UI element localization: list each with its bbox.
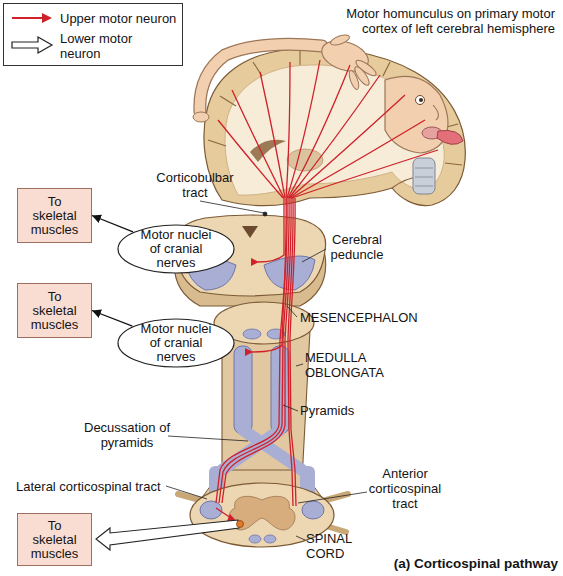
structure-label: Decussation of pyramids [84, 420, 170, 450]
upper-motor-neuron-fibers [292, 150, 438, 198]
cerebral-hemisphere [204, 48, 465, 206]
legend-frame [4, 4, 183, 66]
spinal-cord-section [249, 535, 261, 543]
motor-homunculus [415, 168, 433, 169]
motor-homunculus [416, 96, 425, 105]
leader-lines [298, 492, 367, 503]
upper-motor-neuron-fibers [290, 198, 296, 506]
upper-motor-neuron-fibers [288, 65, 350, 198]
motor-homunculus [419, 98, 423, 102]
region-label: MESENCEPHALON [300, 310, 440, 325]
upper-motor-neuron-fibers [287, 60, 320, 198]
tract-label: Lateral corticospinal tract [16, 479, 191, 494]
motor-homunculus [329, 33, 351, 47]
upper-motor-neuron-fibers [286, 62, 290, 198]
cerebral-hemisphere [208, 140, 226, 146]
motor-homunculus [193, 33, 463, 194]
motor-homunculus [437, 130, 463, 144]
leader-lines [168, 436, 248, 441]
oval-outline [118, 319, 234, 367]
leader-lines [302, 249, 326, 262]
tract-label: Corticobulbar tract [150, 170, 240, 200]
motor-homunculus [415, 168, 433, 186]
upper-motor-neuron-fibers [245, 348, 253, 356]
motor-homunculus [347, 69, 360, 90]
target-box: To skeletal muscles [17, 283, 92, 338]
leader-lines [283, 405, 298, 411]
cerebral-hemisphere [250, 140, 286, 162]
upper-motor-neuron-fibers [291, 120, 425, 198]
upper-motor-neuron-fibers [232, 90, 284, 198]
tract-label: Anterior corticospinal tract [360, 466, 450, 511]
motor-homunculus [413, 158, 435, 194]
leader-lines [166, 486, 207, 499]
motor-homunculus [433, 105, 438, 120]
region-label: SPINAL CORD [306, 531, 366, 561]
lower-motor-neuron [237, 521, 244, 528]
cerebral-hemisphere [299, 50, 300, 65]
motor-homunculus [385, 76, 448, 153]
brainstem [234, 346, 252, 434]
target-box: To skeletal muscles [17, 188, 92, 243]
leader-lines [296, 536, 305, 540]
legend-frame [42, 13, 52, 23]
spinal-cord-section [264, 535, 276, 543]
node-text: Motor nuclei of cranial nerves [137, 228, 215, 270]
connector-arrow [92, 216, 133, 232]
cerebral-hemisphere [220, 96, 236, 106]
figure-caption: (a) Corticospinal pathway [358, 556, 558, 571]
lower-motor-neuron [96, 520, 244, 550]
legend-frame [12, 37, 52, 53]
cerebral-hemisphere [383, 62, 390, 76]
callout-label: Motor homunculus on primary motor cortex… [340, 6, 555, 36]
legend-frame [4, 4, 183, 66]
upper-motor-neuron-fibers [216, 60, 438, 523]
legend-frame [12, 17, 44, 19]
lower-motor-neuron [96, 520, 239, 550]
leader-lines [287, 306, 297, 317]
legend-text: Lower motor neuron [60, 31, 160, 61]
cerebral-hemisphere [204, 48, 465, 206]
node-text: To skeletal muscles [28, 519, 81, 561]
spinal-cord-section [178, 494, 200, 500]
oval-outline [118, 225, 234, 273]
target-box: To skeletal muscles [17, 513, 92, 566]
brainstem [222, 330, 310, 480]
motor-homunculus [415, 177, 433, 178]
leader-lines [296, 364, 303, 366]
motor-homunculus [415, 186, 433, 187]
node-text: Motor nuclei of cranial nerves [137, 322, 215, 364]
upper-motor-neuron-fibers [289, 75, 380, 198]
brainstem [243, 329, 261, 339]
legend-text: Upper motor neuron [60, 11, 178, 26]
leader-lines [263, 212, 267, 216]
nucleus-oval: Motor nuclei of cranial nerves [117, 224, 235, 274]
node-text: To skeletal muscles [28, 195, 81, 237]
brainstem [242, 226, 258, 238]
upper-motor-neuron-fibers [260, 72, 285, 198]
region-label: MEDULLA OBLONGATA [305, 350, 400, 380]
cerebral-hemisphere [445, 163, 462, 165]
node-text: To skeletal muscles [28, 290, 81, 332]
structure-label: Pyramids [300, 403, 380, 418]
motor-homunculus [193, 112, 209, 122]
leader-lines [200, 201, 264, 213]
nucleus-oval: Motor nuclei of cranial nerves [117, 318, 235, 368]
spinal-cord-section [302, 501, 324, 519]
upper-motor-neuron-fibers [251, 258, 259, 266]
connector-arrow [92, 311, 132, 327]
upper-motor-neuron-fibers [290, 95, 405, 198]
cerebral-hemisphere [287, 149, 323, 171]
upper-motor-neuron-fibers [258, 198, 284, 262]
spinal-cord-section [229, 496, 295, 530]
structure-label: Cerebral peduncle [322, 232, 392, 262]
